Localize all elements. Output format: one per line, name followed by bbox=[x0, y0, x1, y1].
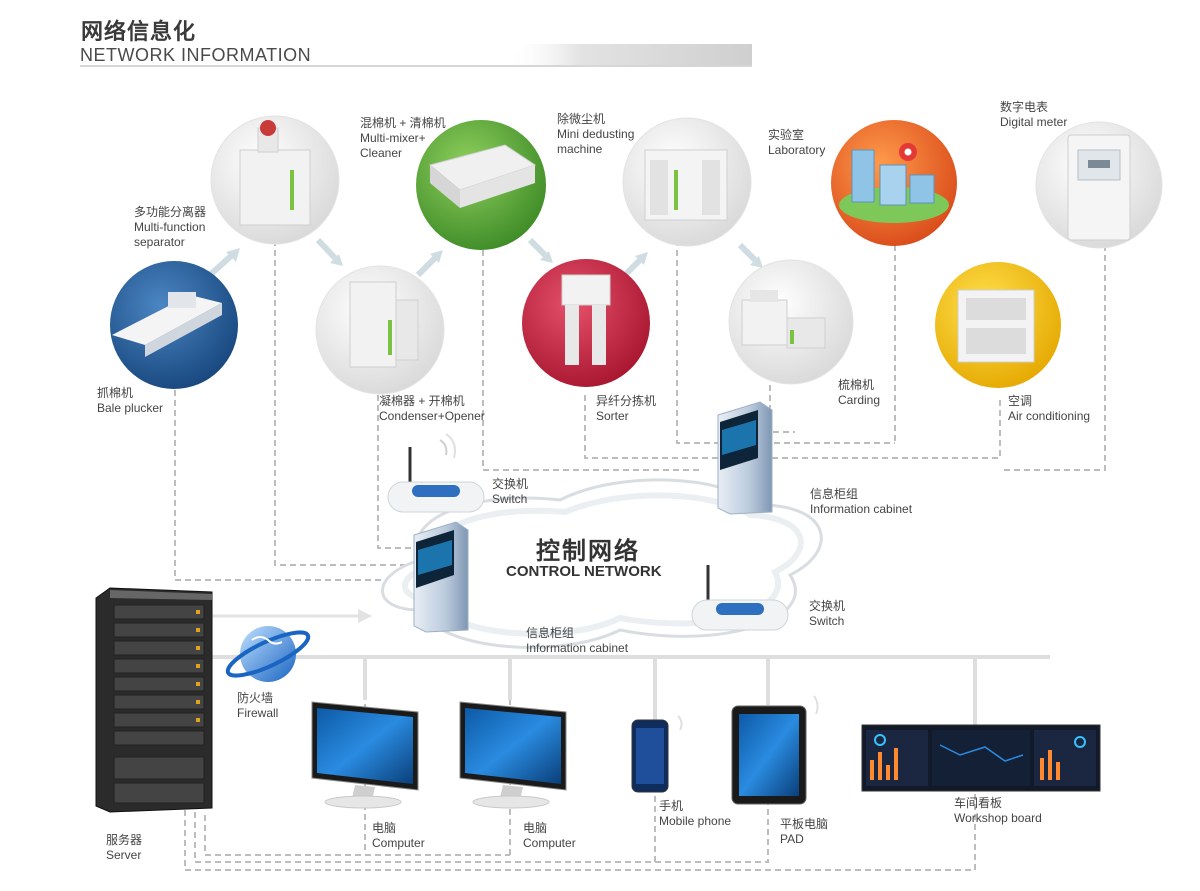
mobile-phone-device bbox=[631, 715, 683, 793]
switch-left-device bbox=[387, 433, 485, 513]
control-network-title-en: CONTROL NETWORK bbox=[506, 563, 662, 580]
flow-arrows bbox=[207, 237, 763, 278]
terminal-backbone bbox=[212, 655, 1050, 725]
computer-1-device bbox=[311, 701, 419, 809]
switch-right-device bbox=[691, 565, 789, 631]
firewall-globe bbox=[225, 626, 311, 682]
node-multi-function-separator bbox=[210, 115, 340, 245]
control-network-title-zh: 控制网络 bbox=[536, 538, 640, 565]
node-sorter bbox=[522, 259, 650, 387]
node-carding bbox=[728, 259, 854, 385]
node-condenser-opener bbox=[315, 265, 445, 395]
node-bale-plucker bbox=[110, 261, 238, 389]
server-rack-device bbox=[95, 587, 213, 813]
workshop-board-device bbox=[861, 724, 1101, 792]
node-multi-mixer-cleaner bbox=[416, 120, 546, 250]
node-digital-meter bbox=[1035, 121, 1163, 249]
info-cabinet-top-device bbox=[717, 401, 773, 515]
server-link bbox=[212, 609, 372, 623]
info-cabinet-left-device bbox=[413, 521, 469, 633]
node-air-conditioning bbox=[935, 262, 1061, 388]
node-laboratory bbox=[831, 120, 957, 246]
computer-2-device bbox=[459, 701, 567, 809]
header-band bbox=[80, 44, 752, 67]
node-mini-dedusting bbox=[622, 117, 752, 247]
pad-device bbox=[731, 695, 819, 805]
page-title-en: NETWORK INFORMATION bbox=[80, 45, 312, 65]
page-title-zh: 网络信息化 bbox=[81, 19, 197, 44]
